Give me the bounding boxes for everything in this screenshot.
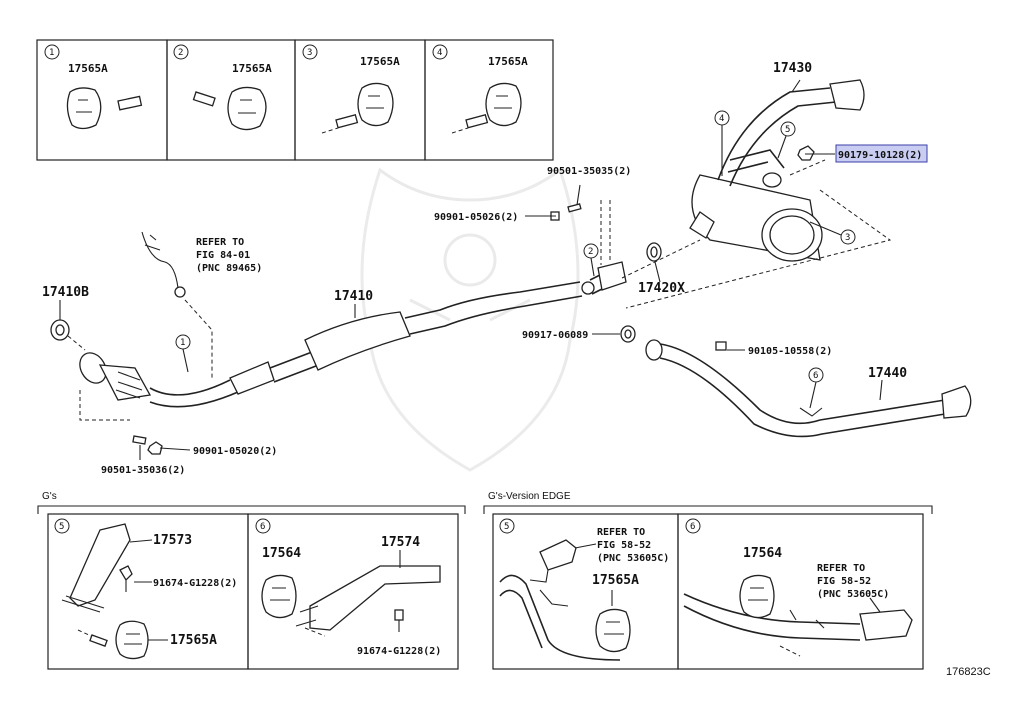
part-label-90917[interactable]: 90917-06089 (522, 330, 588, 341)
flange-bracket (597, 200, 627, 291)
callout-6: 6 (808, 367, 824, 409)
refer-note-line1: REFER TO (196, 237, 244, 248)
part-label-90179[interactable]: 90179-10128(2) (838, 150, 922, 161)
part-label: 17565A (360, 55, 400, 68)
bolt-90901-05026 (550, 203, 582, 221)
part-label-17430[interactable]: 17430 (773, 61, 812, 76)
muffler-17430 (689, 79, 865, 262)
part-label: 17565A (232, 62, 272, 75)
inset-number: 1 (49, 48, 54, 58)
part-label-17564-gs6[interactable]: 17564 (262, 546, 301, 561)
center-pipe-17410 (229, 269, 613, 395)
part-label-90901-05020[interactable]: 90901-05020(2) (193, 446, 277, 457)
edge-box-6: 6 17564 REFER TO FIG 58-52 (PNC 53605C) (677, 513, 924, 670)
inset-number: 4 (437, 48, 442, 58)
gasket-17420x (646, 242, 662, 262)
part-label-90501-35036[interactable]: 90501-35036(2) (101, 465, 185, 476)
tail-pipe-17440 (645, 339, 972, 438)
refer-note-edge6-line1: REFER TO (817, 563, 865, 574)
part-label-17420x[interactable]: 17420X (638, 281, 685, 296)
part-label: 17565A (68, 62, 108, 75)
refer-note-edge6-line2: FIG 58-52 (817, 576, 871, 587)
part-label-17573[interactable]: 17573 (153, 533, 192, 548)
refer-note-edge5-line1: REFER TO (597, 527, 645, 538)
section-title-gs: G's (42, 491, 57, 502)
refer-note-line2: FIG 84-01 (196, 250, 250, 261)
refer-note-edge5-line2: FIG 58-52 (597, 540, 651, 551)
part-label: 17565A (488, 55, 528, 68)
part-label-17565a-edge5[interactable]: 17565A (592, 573, 639, 588)
part-label-90901-05026[interactable]: 90901-05026(2) (434, 212, 518, 223)
svg-text:1: 1 (180, 338, 185, 348)
inset-number: 3 (307, 48, 312, 58)
part-label-17410b[interactable]: 17410B (42, 285, 89, 300)
part-label-90501-35035[interactable]: 90501-35035(2) (547, 166, 631, 177)
diagram-code: 176823C (946, 666, 991, 678)
section-title-edge: G's-Version EDGE (488, 491, 571, 502)
svg-text:6: 6 (260, 522, 265, 532)
catalytic-converter (79, 352, 239, 408)
o2-sensor (141, 231, 213, 380)
refer-note-edge6-line3: (PNC 53605C) (817, 589, 889, 600)
refer-note-edge5-line3: (PNC 53605C) (597, 553, 669, 564)
nut-90179 (797, 145, 815, 161)
highlight-90179 (835, 144, 928, 163)
part-label-17440[interactable]: 17440 (868, 366, 907, 381)
bolt-90901-05020 (132, 435, 163, 455)
part-label-91674-gs5[interactable]: 91674-G1228(2) (153, 578, 237, 589)
svg-text:4: 4 (719, 114, 724, 124)
gasket-17410b (50, 319, 130, 421)
inset-box-2: 2 17565A (166, 39, 296, 161)
callout-1: 1 (175, 334, 191, 373)
svg-text:6: 6 (813, 371, 818, 381)
section-bracket-edge (483, 505, 933, 514)
callout-5: 5 (777, 121, 796, 159)
part-label-90105[interactable]: 90105-10558(2) (748, 346, 832, 357)
inset-box-4: 4 17565A (424, 39, 554, 161)
refer-note-line3: (PNC 89465) (196, 263, 262, 274)
part-label-17574[interactable]: 17574 (381, 535, 420, 550)
part-label-17564-edge6[interactable]: 17564 (743, 546, 782, 561)
svg-text:5: 5 (504, 522, 509, 532)
svg-text:5: 5 (59, 522, 64, 532)
bolt-90105 (715, 341, 727, 351)
leader-lines (59, 79, 883, 460)
callout-2: 2 (583, 243, 599, 277)
section-bracket-gs (37, 505, 466, 514)
callout-4: 4 (714, 110, 730, 176)
gasket-90917 (620, 325, 636, 343)
svg-text:6: 6 (690, 522, 695, 532)
inset-box-1: 1 17565A (36, 39, 168, 161)
inset-box-3: 3 17565A (294, 39, 426, 161)
edge-box-5: 5 REFER TO FIG 58-52 (PNC 53605C) 17565A (492, 513, 679, 670)
svg-text:3: 3 (845, 233, 850, 243)
gs-box-5: 5 17573 91674-G1228(2) 17565A (47, 513, 249, 670)
svg-text:5: 5 (785, 125, 790, 135)
part-label-91674-gs6[interactable]: 91674-G1228(2) (357, 646, 441, 657)
svg-text:2: 2 (588, 247, 593, 257)
inset-number: 2 (178, 48, 183, 58)
part-label-17565a-gs5[interactable]: 17565A (170, 633, 217, 648)
part-label-17410[interactable]: 17410 (334, 289, 373, 304)
callout-3: 3 (809, 221, 856, 245)
dashed-guides-upper (621, 159, 892, 309)
gs-box-6: 6 17564 17574 91674-G1228(2) (247, 513, 459, 670)
